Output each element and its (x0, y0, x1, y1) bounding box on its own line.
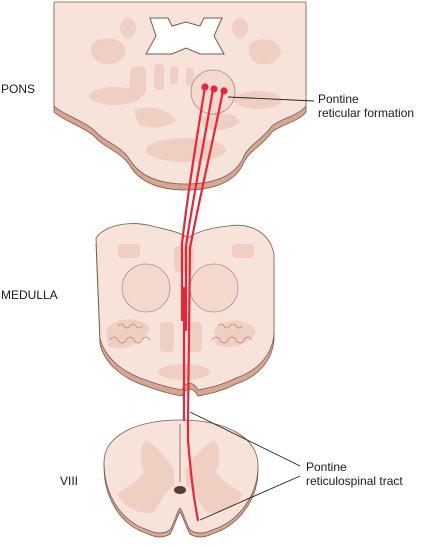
pons-section (53, 1, 307, 191)
medulla-label: MEDULLA (1, 288, 58, 302)
reticulospinal-tract (180, 85, 225, 522)
level-label: VIII (60, 474, 79, 488)
spinal-cord-section (103, 419, 259, 538)
reticular-neurons (201, 83, 228, 95)
leader-lines (189, 96, 315, 521)
pons-label: PONS (1, 82, 36, 96)
formation-label-line2: reticular formation (318, 106, 415, 120)
tract-label-line1: Pontine (306, 460, 347, 474)
formation-label-line1: Pontine (318, 92, 359, 106)
tract-label-line2: reticulospinal tract (306, 474, 403, 488)
